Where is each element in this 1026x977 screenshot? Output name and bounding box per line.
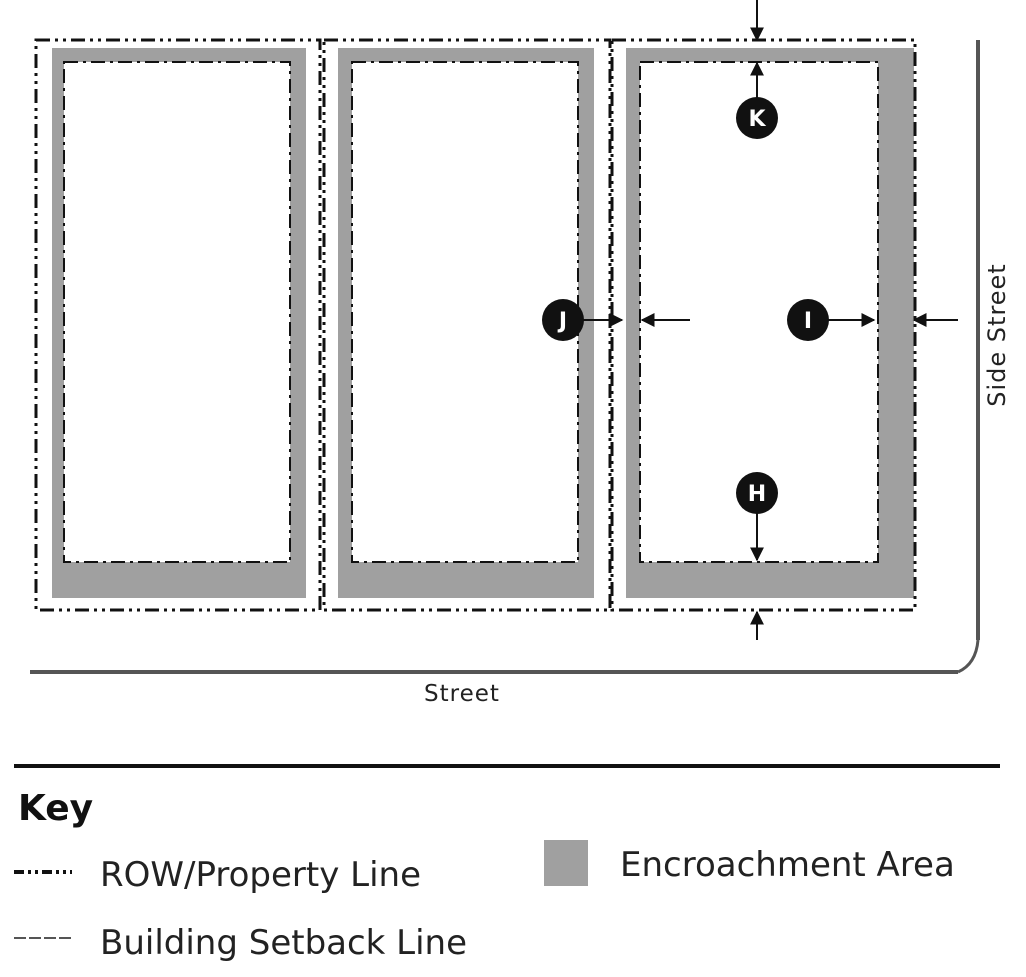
lot-1 <box>34 38 322 612</box>
street-corner-curve <box>957 639 980 674</box>
marker-j-label: J <box>557 309 567 334</box>
lot-2-setback-line <box>351 61 579 563</box>
key-title: Key <box>18 788 93 829</box>
marker-k: K <box>736 97 778 139</box>
lot-1-setback-line <box>63 61 291 563</box>
marker-h: H <box>736 472 778 514</box>
street-label: Street <box>424 681 500 707</box>
marker-j: J <box>542 299 584 341</box>
lot-1-property-line <box>34 38 322 612</box>
key-item-encroachment-area: Encroachment Area <box>544 840 955 886</box>
row-property-line-label: ROW/Property Line <box>100 855 421 895</box>
lot-3-encroachment-area <box>626 48 914 598</box>
setback-line-label: Building Setback Line <box>100 923 467 963</box>
encroachment-area-symbol <box>544 840 588 886</box>
side-street-label: Side Street <box>983 263 1011 406</box>
marker-k-label: K <box>748 107 766 132</box>
lot-1-encroachment-area <box>52 48 306 598</box>
key-item-row-line: ROW/Property Line <box>14 855 421 895</box>
encroachment-area-label: Encroachment Area <box>620 845 955 885</box>
marker-h-label: H <box>748 482 766 507</box>
key-item-setback-line: Building Setback Line <box>14 923 467 963</box>
marker-i-label: I <box>804 309 812 334</box>
marker-i: I <box>787 299 829 341</box>
